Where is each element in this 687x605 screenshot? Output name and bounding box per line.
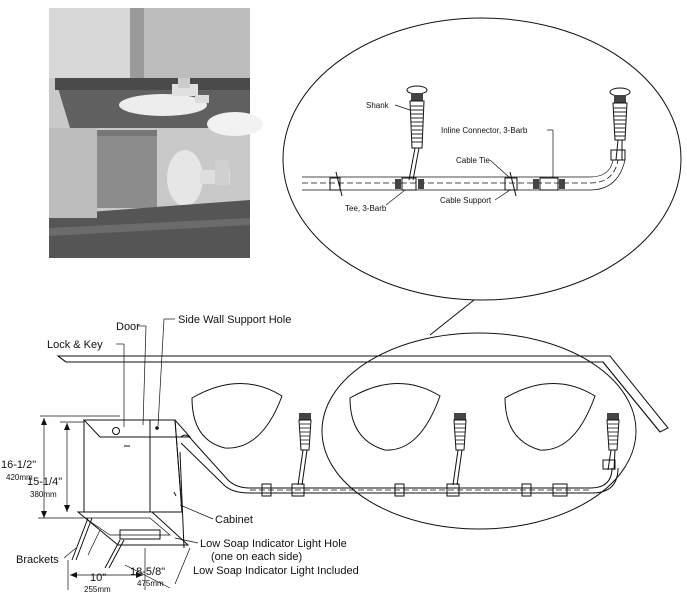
shank-bowl-2 [452, 413, 467, 486]
inline-connector-label: Inline Connector, 3-Barb [441, 126, 528, 135]
shank-right [609, 87, 631, 161]
tube-run [302, 159, 619, 184]
sink-bowl-1 [191, 383, 283, 449]
lock-and-key-label: Lock & Key [47, 339, 103, 351]
bathroom-vanity-photo-icon [49, 8, 263, 258]
lower-callout-ellipse [321, 332, 637, 530]
plumbing-detail-callout: Shank Inline Connector, 3-Barb Cable Tie… [282, 17, 682, 301]
shank-left [406, 85, 428, 181]
shank-label: Shank [366, 101, 390, 110]
cabinet-door [83, 419, 151, 513]
counter-assembly [56, 332, 669, 530]
door-label: Door [116, 321, 140, 333]
shank-bowl-3 [602, 413, 620, 471]
side-wall-hole-icon [155, 426, 159, 430]
tube-fittings [329, 171, 565, 197]
dimensions [38, 415, 191, 590]
callout-leader [429, 299, 475, 336]
lock-icon [112, 427, 120, 435]
sink-bowl-2 [349, 383, 441, 451]
side-wall-support-hole-label: Side Wall Support Hole [178, 314, 291, 326]
supply-tube-outer [180, 434, 613, 489]
detail-ellipse [282, 17, 682, 301]
depth-inches: 18-5/8" [130, 566, 165, 578]
low-soap-included-label: Low Soap Indicator Light Included [193, 565, 359, 577]
brackets-label: Brackets [16, 554, 59, 566]
depth-mm: 475mm [137, 579, 164, 588]
width-mm: 255mm [84, 585, 111, 594]
shank-bowl-1 [297, 413, 312, 486]
lower-tube-fittings [261, 483, 568, 497]
cabinet-drawing [71, 419, 192, 569]
height-inner-mm: 380mm [30, 490, 57, 499]
sink-bowl-3 [504, 383, 596, 451]
width-inches: 10" [90, 572, 106, 584]
height-total-inches: 16-1/2" [1, 459, 36, 471]
height-total-mm: 420mm [6, 473, 33, 482]
cabinet-label: Cabinet [215, 514, 253, 526]
tee-label: Tee, 3-Barb [345, 204, 387, 213]
cable-tie-label: Cable Tie [456, 156, 490, 165]
bracket-plate [76, 511, 190, 546]
cable-support-label: Cable Support [440, 196, 492, 205]
height-inner-inches: 15-1/4" [27, 476, 62, 488]
low-soap-hole-note: (one on each side) [211, 551, 302, 563]
leader-lines [63, 318, 214, 559]
low-soap-hole-label: Low Soap Indicator Light Hole [200, 538, 347, 550]
